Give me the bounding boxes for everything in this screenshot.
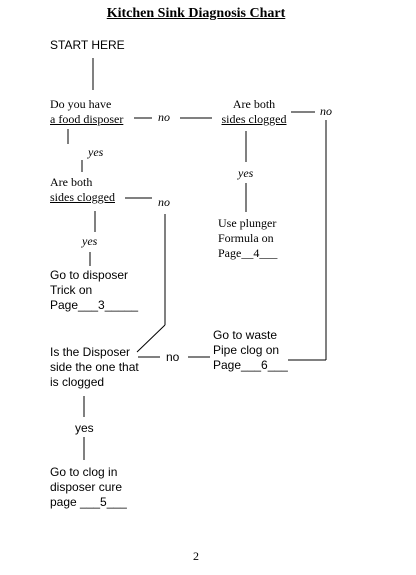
result-line: Go to waste — [213, 328, 278, 342]
label-yes: yes — [75, 421, 94, 435]
question-line: sides clogged — [50, 190, 115, 204]
page-title: Kitchen Sink Diagnosis Chart — [106, 6, 286, 21]
result-line: Page__4___ — [218, 246, 278, 260]
result-use-plunger: Use plunger Formula on Page__4___ — [218, 216, 277, 261]
question-line: Are both — [50, 175, 93, 189]
label-no: no — [166, 350, 180, 364]
question-line: side the one that — [50, 360, 139, 374]
label-yes: yes — [88, 145, 104, 159]
question-both-sides-clogged-top: Are both sides clogged — [218, 97, 290, 127]
result-line: Page___6___ — [213, 358, 288, 372]
label-no: no — [158, 110, 170, 124]
question-line: Is the Disposer — [50, 345, 131, 359]
label-no: no — [158, 195, 170, 209]
result-line: Go to disposer — [50, 268, 129, 282]
result-line: page ___5___ — [50, 495, 127, 509]
start-node: START HERE — [50, 38, 125, 52]
question-line: a food disposer — [50, 112, 124, 126]
question-food-disposer: Do you have a food disposer — [50, 97, 123, 127]
question-line: sides clogged — [221, 112, 287, 126]
question-line: Are both — [232, 97, 276, 111]
connector-q3-no-diagonal — [136, 324, 166, 353]
result-line: Use plunger — [218, 216, 277, 230]
result-line: Page___3_____ — [50, 298, 139, 312]
label-no: no — [320, 104, 332, 118]
label-yes: yes — [238, 166, 254, 180]
result-line: disposer cure — [50, 480, 123, 494]
question-line: Do you have — [50, 97, 112, 111]
result-line: Trick on — [50, 283, 93, 297]
page-number: 2 — [193, 549, 199, 563]
label-yes: yes — [82, 234, 98, 248]
result-waste-pipe-clog: Go to waste Pipe clog on Page___6___ — [213, 328, 288, 373]
question-both-sides-clogged: Are both sides clogged — [50, 175, 115, 205]
result-line: Go to clog in — [50, 465, 118, 479]
result-disposer-trick: Go to disposer Trick on Page___3_____ — [50, 268, 138, 313]
question-line: is clogged — [50, 375, 105, 389]
question-disposer-side-clogged: Is the Disposer side the one that is clo… — [50, 345, 139, 390]
result-line: Formula on — [218, 231, 274, 245]
result-clog-in-disposer-cure: Go to clog in disposer cure page ___5___ — [50, 465, 127, 510]
result-line: Pipe clog on — [213, 343, 280, 357]
